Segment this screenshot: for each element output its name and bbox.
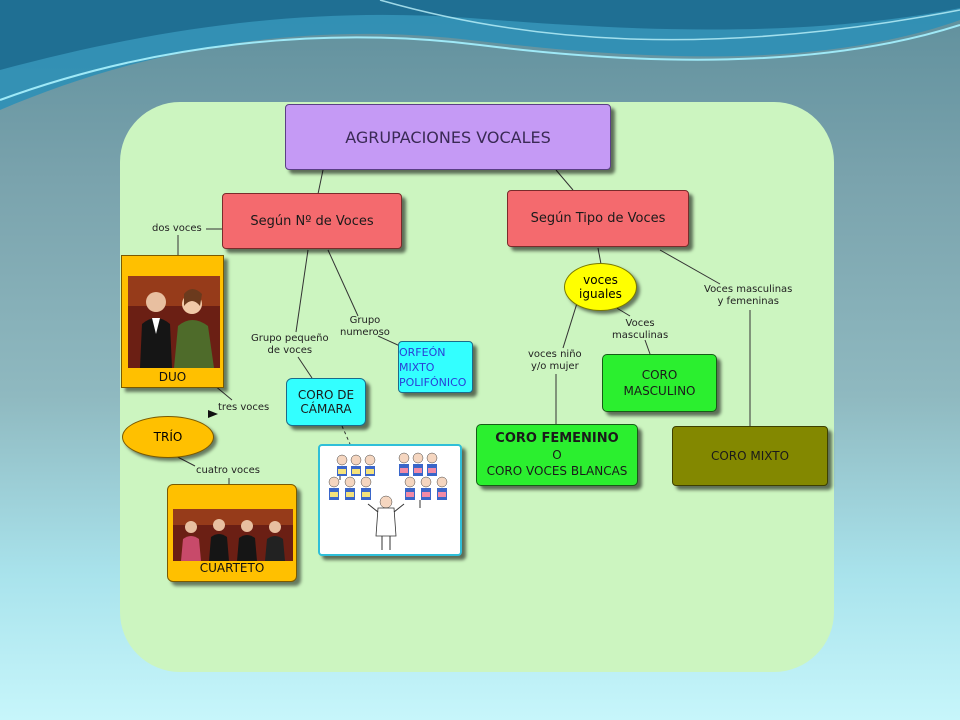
cuarteto-card: CUARTETO xyxy=(167,484,297,582)
branch-tipo-voces: Según Tipo de Voces xyxy=(507,190,689,247)
label-grupo-numeroso-line2: numeroso xyxy=(340,327,390,338)
label-tres-voces: tres voces xyxy=(218,402,270,413)
coro-mixto-node: CORO MIXTO xyxy=(672,426,828,486)
label-masc-fem: Voces masculinas y femeninas xyxy=(704,284,792,308)
voces-iguales-line2: iguales xyxy=(579,287,622,301)
coro-femenino-line1: CORO FEMENINO xyxy=(495,431,619,446)
cuarteto-photo xyxy=(173,509,293,561)
coro-femenino-line2: O xyxy=(552,448,562,462)
duo-card: DUO xyxy=(121,255,224,388)
trio-node: TRÍO xyxy=(122,416,214,458)
branch-num-voces-text: Según Nº de Voces xyxy=(250,213,374,229)
label-voces-masculinas-line1: Voces xyxy=(625,318,655,329)
voces-iguales-line1: voces xyxy=(583,273,618,287)
label-voces-nino: voces niño y/o mujer xyxy=(528,349,582,373)
duo-photo xyxy=(128,276,220,368)
label-grupo-pequeno: Grupo pequeño de voces xyxy=(251,333,329,357)
coro-camara-node: CORO DE CÁMARA xyxy=(286,378,366,426)
title-text: AGRUPACIONES VOCALES xyxy=(345,127,551,147)
label-voces-nino-line2: y/o mujer xyxy=(530,361,579,372)
branch-tipo-voces-text: Según Tipo de Voces xyxy=(530,211,666,226)
orfeon-line2: MIXTO xyxy=(399,360,435,374)
label-voces-masculinas-line2: masculinas xyxy=(612,330,669,341)
orfeon-line1: ORFEÓN xyxy=(399,345,446,359)
coro-femenino-line3: CORO VOCES BLANCAS xyxy=(486,464,628,478)
trio-text: TRÍO xyxy=(153,430,183,444)
header-wave xyxy=(0,0,960,110)
label-dos-voces: dos voces xyxy=(152,223,202,234)
coro-camara-line1: CORO DE xyxy=(297,388,355,402)
label-voces-nino-line1: voces niño xyxy=(528,349,582,360)
label-cuatro-voces: cuatro voces xyxy=(196,465,260,476)
label-voces-masculinas: Voces masculinas xyxy=(612,318,668,342)
label-masc-fem-line1: Voces masculinas xyxy=(704,284,793,295)
coro-masculino-line1: CORO xyxy=(641,368,678,382)
label-grupo-numeroso-line1: Grupo xyxy=(349,315,381,326)
label-masc-fem-line2: y femeninas xyxy=(717,296,779,307)
coro-masculino-node: CORO MASCULINO xyxy=(602,354,717,412)
coro-masculino-line2: MASCULINO xyxy=(623,384,696,398)
coro-femenino-node: CORO FEMENINO O CORO VOCES BLANCAS xyxy=(476,424,638,486)
branch-num-voces: Según Nº de Voces xyxy=(222,193,402,249)
choir-illustration xyxy=(318,444,462,556)
duo-label: DUO xyxy=(158,370,187,384)
orfeon-line3: POLIFÓNICO xyxy=(399,375,467,389)
orfeon-node: ORFEÓN MIXTO POLIFÓNICO xyxy=(398,341,473,393)
label-grupo-pequeno-line2: de voces xyxy=(267,345,313,356)
coro-mixto-text: CORO MIXTO xyxy=(710,449,790,463)
diagram-panel xyxy=(120,102,834,672)
label-grupo-pequeno-line1: Grupo pequeño xyxy=(251,333,329,344)
coro-camara-line2: CÁMARA xyxy=(300,402,352,416)
title-node: AGRUPACIONES VOCALES xyxy=(285,104,611,170)
label-grupo-numeroso: Grupo numeroso xyxy=(340,315,390,339)
cuarteto-label: CUARTETO xyxy=(199,561,265,575)
voces-iguales-node: voces iguales xyxy=(564,263,637,311)
